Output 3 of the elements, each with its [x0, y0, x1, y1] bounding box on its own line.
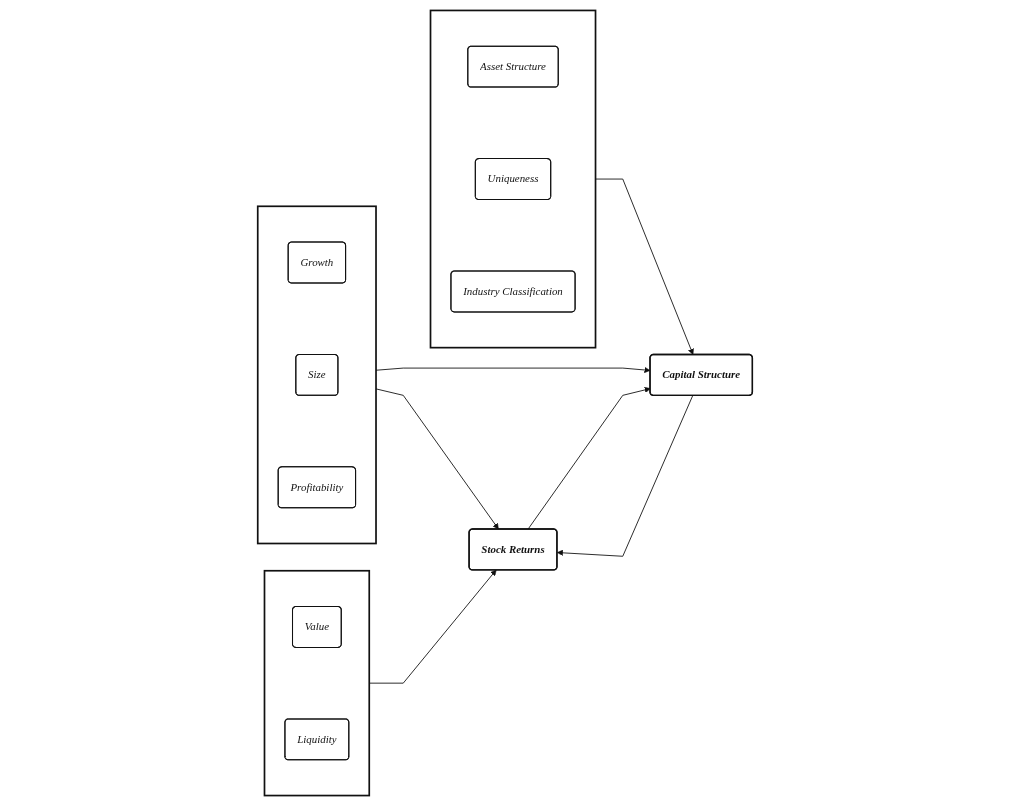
cluster: [257, 205, 378, 545]
cluster: [430, 9, 597, 349]
cluster: [264, 569, 371, 797]
